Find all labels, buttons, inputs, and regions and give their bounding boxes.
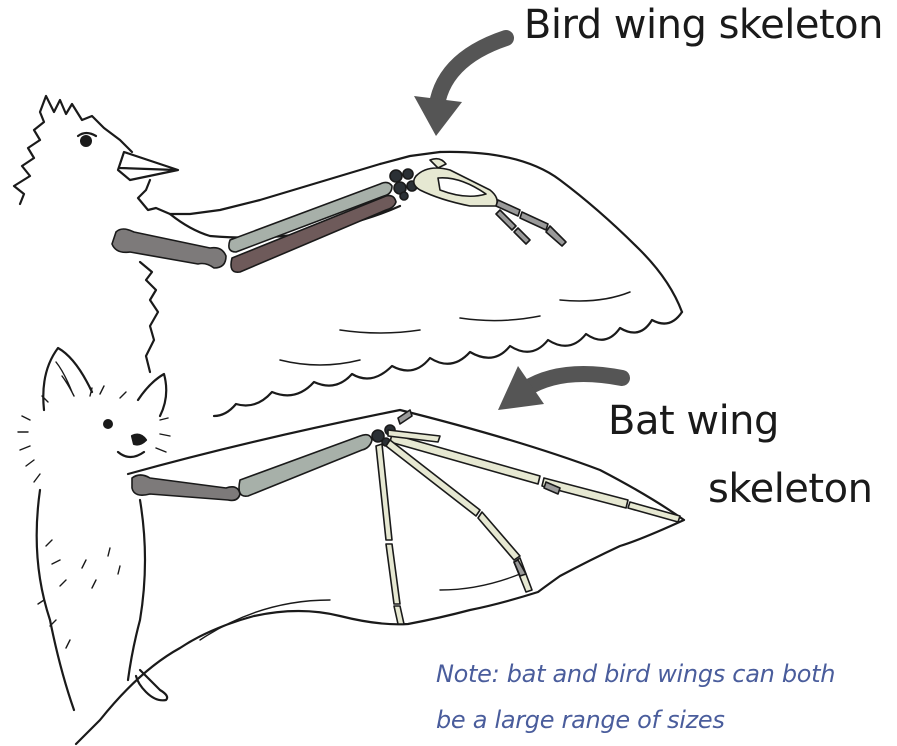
bird-beak [118,152,178,180]
bird-wing-upper [440,152,682,312]
bat-wing-label-line1: Bat wing [608,398,779,444]
bat-left-ear [43,348,92,410]
bird-digit-bones [496,200,566,246]
bird-carpals [390,169,417,200]
bird-wing-label: Bird wing skeleton [524,2,883,48]
bat-humerus [132,475,240,500]
size-note-line1: Note: bat and bird wings can both [436,660,835,688]
bat-wing-label-line2: skeleton [708,466,872,512]
bird-arrow-icon [414,38,506,136]
bird-eye [80,135,92,147]
bat-foot [136,670,167,700]
size-note-line2: be a large range of sizes [436,706,725,734]
bat-eye [103,419,113,429]
bat-body-outline [37,490,145,710]
bat-right-ear [138,374,166,416]
bat-radius [239,435,372,497]
bat-arrow-icon [498,366,622,410]
bat-nose [132,435,146,445]
bat-mouth [118,452,144,457]
bird-body-outline [140,262,158,372]
bat-wing-bones [132,410,680,624]
